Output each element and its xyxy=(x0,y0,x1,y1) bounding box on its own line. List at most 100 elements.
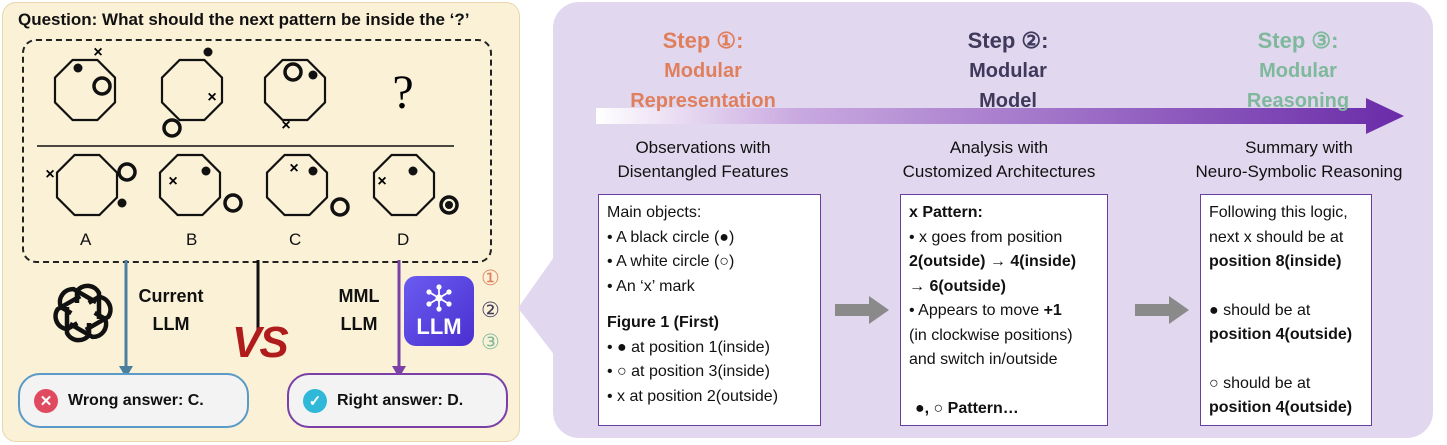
step-3-line1: Modular xyxy=(1259,60,1337,82)
black-circle xyxy=(73,63,83,73)
right-answer-box: ✓ Right answer: D. xyxy=(287,373,508,428)
current-llm-label: Current LLM xyxy=(130,282,212,338)
puzzle-figure-2: × xyxy=(160,47,224,138)
analysis-box: x Pattern: • x goes from position 2(outs… xyxy=(900,194,1108,426)
llm-app-icon: LLM xyxy=(404,276,474,346)
cross-icon: ✕ xyxy=(34,388,58,413)
step-2-title: Step ②: Modular Model xyxy=(898,26,1118,116)
puzzle-figure-1: × xyxy=(53,44,117,122)
option-figure-a: × xyxy=(45,153,137,217)
left-connectors xyxy=(119,260,406,378)
x-mark: × xyxy=(289,160,298,177)
box3-line: ● should be at xyxy=(1209,301,1311,319)
black-circle xyxy=(117,198,127,208)
white-circle xyxy=(223,193,243,213)
column-3-head-line1: Summary with xyxy=(1245,138,1353,157)
column-1-head-line1: Observations with xyxy=(635,138,771,157)
black-circle xyxy=(408,166,418,176)
step-1-line1: Modular xyxy=(664,60,742,82)
question-mark: ? xyxy=(392,66,413,119)
mml-llm-line1: MML xyxy=(338,286,380,306)
white-circle xyxy=(92,76,112,96)
column-2-head-line2: Customized Architectures xyxy=(902,162,1096,181)
box2-heading: x Pattern: xyxy=(909,204,983,221)
right-answer-text: Right answer: D. xyxy=(337,391,464,409)
step-2-line2: Model xyxy=(979,90,1037,112)
gray-arrow-2 xyxy=(1135,296,1189,324)
step-number-2: ② xyxy=(481,299,500,322)
box1-line: • ● at position 1(inside) xyxy=(607,338,770,356)
box1-line: • x at position 2(outside) xyxy=(607,387,779,405)
box2-line: and switch in/outside xyxy=(909,351,1058,368)
box2-move-text: • Appears to move xyxy=(909,302,1044,319)
column-1-header: Observations with Disentangled Features xyxy=(568,136,838,184)
step-1-line2: Representation xyxy=(630,90,776,112)
box2-line: (in clockwise positions) xyxy=(909,326,1073,344)
box1-line: Main objects: xyxy=(607,204,702,221)
observations-box: Main objects: • A black circle (●) • A w… xyxy=(598,194,821,426)
step-3-heading: Step ③: xyxy=(1257,28,1339,53)
puzzle-figures: × × × ? × × × × xyxy=(37,44,459,217)
black-circle xyxy=(308,70,318,80)
box3-line: Following this logic, xyxy=(1209,204,1348,221)
current-llm-line1: Current xyxy=(138,286,204,306)
puzzle-figure-3: × xyxy=(263,58,327,134)
current-llm-line2: LLM xyxy=(152,314,190,334)
step-3-title: Step ③: Modular Reasoning xyxy=(1188,26,1408,116)
x-mark: × xyxy=(45,166,54,183)
openai-logo-icon xyxy=(53,283,113,343)
option-label-d: D xyxy=(397,230,410,249)
summary-box: Following this logic, next x should be a… xyxy=(1200,194,1372,426)
step-1-heading: Step ①: xyxy=(662,28,744,53)
box2-line: 2(outside) → 4(inside) xyxy=(909,253,1077,270)
box2-line: • Appears to move +1 xyxy=(909,299,1099,324)
box2-circle-pattern: ●, ○ Pattern… xyxy=(915,399,1019,417)
check-icon: ✓ xyxy=(303,388,327,413)
step-3-line2: Reasoning xyxy=(1246,90,1350,112)
option-figure-c: × xyxy=(265,153,350,217)
option-figure-d: × xyxy=(372,153,459,217)
column-2-head-line1: Analysis with xyxy=(949,138,1049,157)
box2-line: → 6(outside) xyxy=(909,277,1006,295)
white-circle xyxy=(439,195,459,215)
gray-arrow-1 xyxy=(835,296,889,324)
mml-llm-label: MML LLM xyxy=(324,282,394,338)
box3-line: position 4(outside) xyxy=(1209,326,1353,343)
mml-llm-line2: LLM xyxy=(340,314,378,334)
network-icon xyxy=(426,284,452,312)
box1-line: • A black circle (●) xyxy=(607,228,735,246)
box3-line: position 4(outside) xyxy=(1209,399,1353,416)
white-circle xyxy=(117,162,137,182)
box2-move-value: +1 xyxy=(1043,302,1062,319)
x-mark: × xyxy=(168,173,177,190)
box1-line: • A white circle (○) xyxy=(607,253,735,270)
box2-line: • x goes from position xyxy=(909,228,1063,246)
black-circle xyxy=(308,166,318,176)
black-circle xyxy=(201,166,211,176)
column-1-head-line2: Disentangled Features xyxy=(617,162,789,181)
option-label-b: B xyxy=(186,230,198,249)
box1-line: • An ‘x’ mark xyxy=(607,277,695,295)
step-number-1: ① xyxy=(481,267,500,290)
wrong-answer-text: Wrong answer: C. xyxy=(68,391,204,409)
white-circle xyxy=(283,62,303,82)
black-circle xyxy=(203,47,213,57)
option-label-c: C xyxy=(289,230,302,249)
column-2-header: Analysis with Customized Architectures xyxy=(864,136,1134,184)
step-2-line1: Modular xyxy=(969,60,1047,82)
step-1-title: Step ①: Modular Representation xyxy=(593,26,813,116)
x-mark: × xyxy=(281,117,290,134)
step-number-3: ③ xyxy=(481,331,500,354)
box3-line: next x should be at xyxy=(1209,228,1344,246)
box1-figure-heading: Figure 1 (First) xyxy=(607,314,720,331)
wrong-answer-box: ✕ Wrong answer: C. xyxy=(18,373,249,428)
box1-line: • ○ at position 3(inside) xyxy=(607,363,770,380)
x-mark: × xyxy=(207,89,216,106)
option-figure-b: × xyxy=(158,153,243,217)
white-circle xyxy=(162,118,182,138)
vs-label: VS xyxy=(232,318,289,367)
box3-line: position 8(inside) xyxy=(1209,253,1342,270)
box3-line: ○ should be at xyxy=(1209,374,1311,392)
left-panel xyxy=(2,2,520,442)
column-3-head-line2: Neuro-Symbolic Reasoning xyxy=(1195,162,1403,181)
